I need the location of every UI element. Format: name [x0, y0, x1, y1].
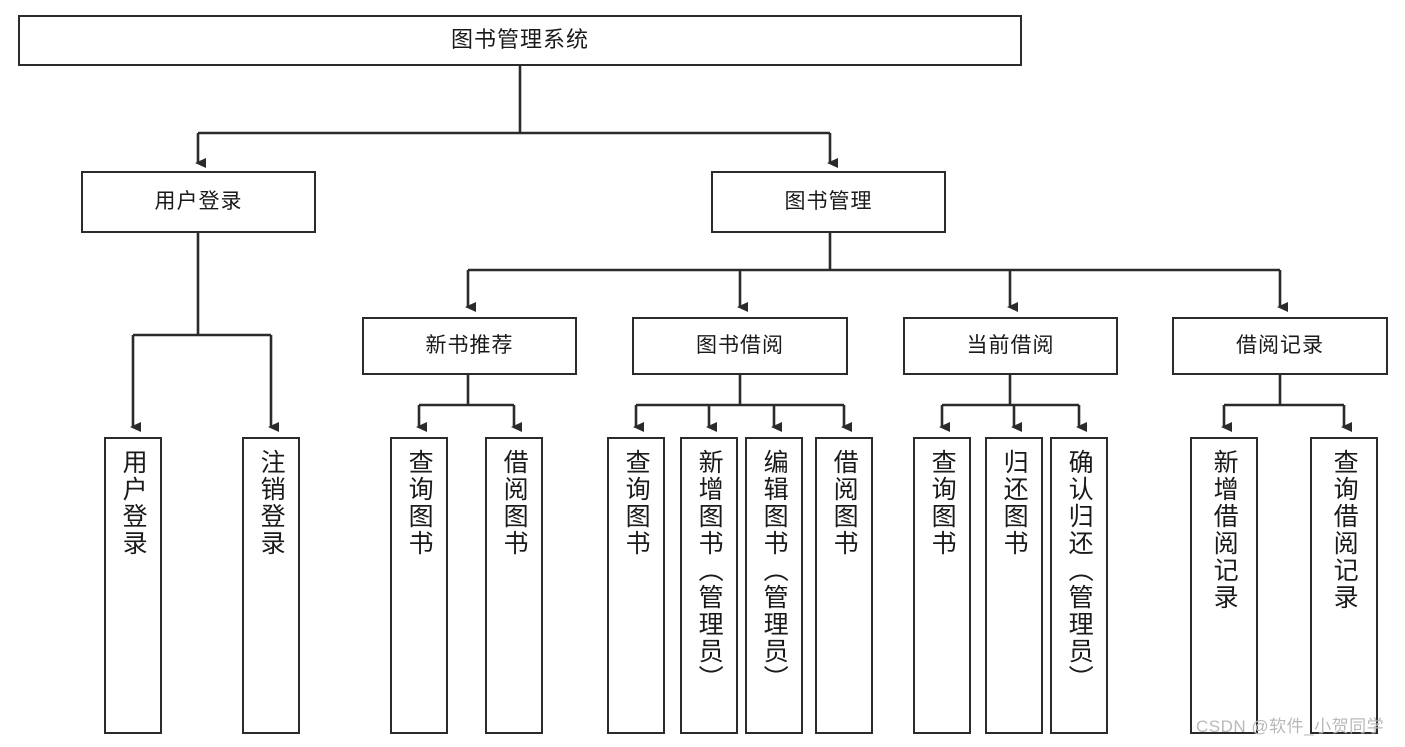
- node-label: 图书管理系统: [450, 27, 589, 53]
- leaf-recommend-borrow-book[interactable]: 借阅图书: [485, 437, 543, 734]
- node-label: 归还图书: [1000, 449, 1029, 557]
- leaf-record-add-record[interactable]: 新增借阅记录: [1190, 437, 1258, 734]
- leaf-current-query-book[interactable]: 查询图书: [913, 437, 971, 734]
- node-label: 编辑图书（管理员）: [760, 449, 789, 692]
- node-root-book-management-system[interactable]: 图书管理系统: [18, 15, 1022, 66]
- node-label: 新书推荐: [425, 334, 514, 358]
- leaf-recommend-query-book[interactable]: 查询图书: [390, 437, 448, 734]
- node-label: 用户登录: [154, 190, 243, 214]
- leaf-borrow-query-book[interactable]: 查询图书: [607, 437, 665, 734]
- node-label: 借阅记录: [1236, 334, 1324, 358]
- node-user-login[interactable]: 用户登录: [81, 171, 316, 233]
- leaf-current-return-book[interactable]: 归还图书: [985, 437, 1043, 734]
- node-label: 注销登录: [257, 449, 286, 557]
- leaf-current-confirm-return-admin[interactable]: 确认归还（管理员）: [1050, 437, 1108, 734]
- node-label: 查询图书: [405, 449, 434, 557]
- node-label: 当前借阅: [966, 334, 1055, 358]
- node-borrow-record[interactable]: 借阅记录: [1172, 317, 1388, 375]
- leaf-user-login-login[interactable]: 用户登录: [104, 437, 162, 734]
- node-label: 用户登录: [119, 449, 148, 557]
- node-label: 图书管理: [784, 190, 873, 214]
- leaf-borrow-borrow-book[interactable]: 借阅图书: [815, 437, 873, 734]
- leaf-record-query-record[interactable]: 查询借阅记录: [1310, 437, 1378, 734]
- node-label: 确认归还（管理员）: [1065, 449, 1094, 692]
- leaf-user-login-logout[interactable]: 注销登录: [242, 437, 300, 734]
- node-book-borrow[interactable]: 图书借阅: [632, 317, 848, 375]
- leaf-borrow-add-book-admin[interactable]: 新增图书（管理员）: [680, 437, 738, 734]
- node-label: 借阅图书: [500, 449, 529, 557]
- node-label: 借阅图书: [830, 449, 859, 557]
- leaf-borrow-edit-book-admin[interactable]: 编辑图书（管理员）: [745, 437, 803, 734]
- node-current-borrow[interactable]: 当前借阅: [903, 317, 1118, 375]
- node-label: 查询借阅记录: [1330, 449, 1359, 611]
- node-label: 查询图书: [622, 449, 651, 557]
- node-new-book-recommend[interactable]: 新书推荐: [362, 317, 577, 375]
- node-label: 新增借阅记录: [1210, 449, 1239, 611]
- node-book-management[interactable]: 图书管理: [711, 171, 946, 233]
- node-label: 查询图书: [928, 449, 957, 557]
- node-label: 新增图书（管理员）: [695, 449, 724, 692]
- watermark-text: CSDN @软件_小贺同学: [1196, 717, 1385, 736]
- node-label: 图书借阅: [696, 334, 784, 358]
